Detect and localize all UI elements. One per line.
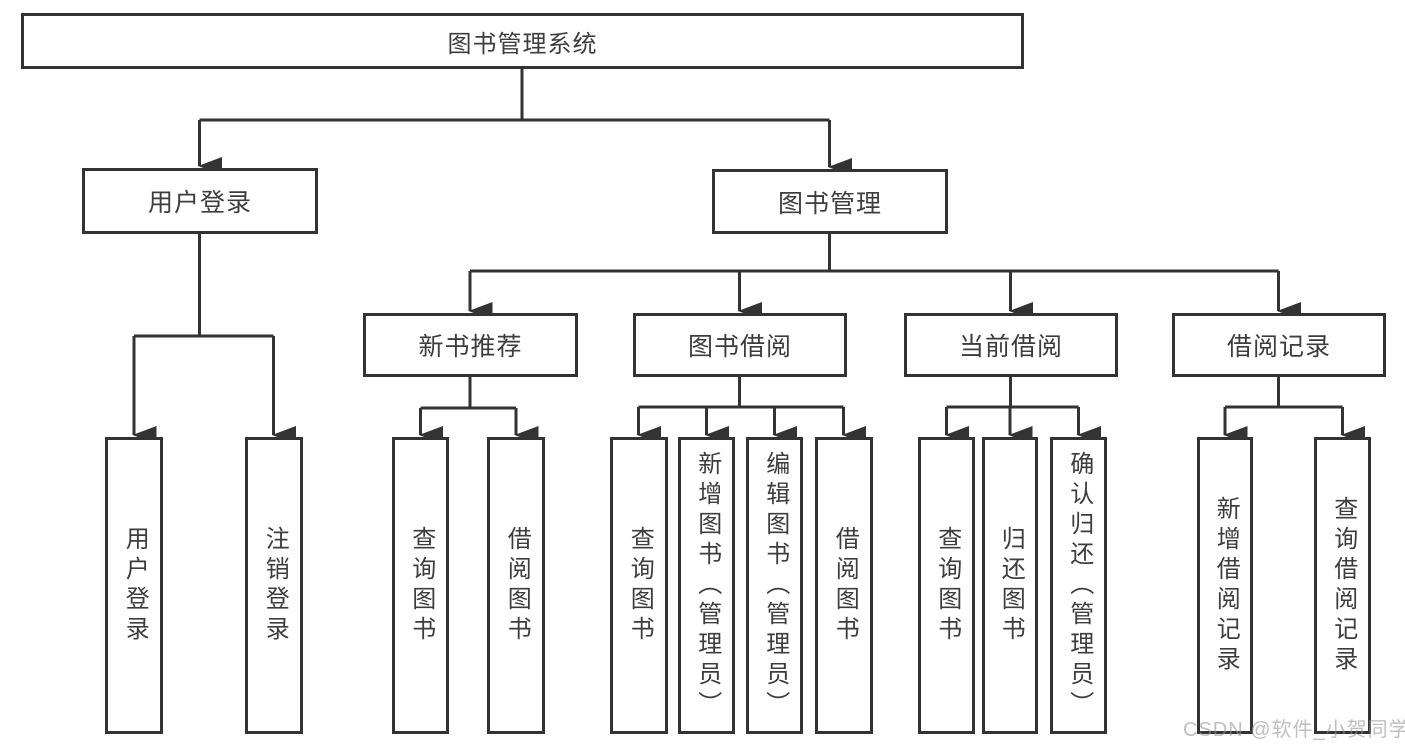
node-leaf-query-books-1: 查询图书 [392, 437, 449, 734]
node-label: 注销登录 [261, 525, 289, 646]
watermark: CSDN @软件_小贺同学 [1183, 719, 1405, 741]
node-book-borrow: 图书借阅 [633, 313, 847, 377]
book-management-split-line [470, 234, 1279, 273]
node-label: 查询图书 [626, 525, 654, 646]
node-label: 用户登录 [121, 525, 149, 646]
node-leaf-borrow-books-2: 借阅图书 [815, 437, 873, 734]
node-label: 查询图书 [933, 525, 961, 646]
node-label: 新书推荐 [418, 333, 523, 361]
root-split-line [199, 69, 830, 122]
node-label: 查询借阅记录 [1329, 495, 1357, 676]
node-new-book-recommend: 新书推荐 [363, 313, 578, 377]
node-label: 借阅记录 [1226, 333, 1331, 361]
node-leaf-add-borrow-record: 新增借阅记录 [1197, 437, 1253, 734]
node-leaf-logout: 注销登录 [245, 437, 303, 734]
node-current-borrow: 当前借阅 [904, 313, 1118, 377]
node-leaf-edit-book-admin: 编辑图书（管理员） [746, 437, 803, 734]
node-label: 查询图书 [407, 525, 435, 646]
user-login-split-line [134, 234, 274, 338]
node-library-management-system: 图书管理系统 [21, 13, 1024, 69]
node-leaf-query-books-3: 查询图书 [918, 437, 975, 734]
node-leaf-confirm-return-admin: 确认归还（管理员） [1050, 437, 1107, 734]
node-user-login: 用户登录 [82, 168, 318, 234]
current-borrow-split-line [946, 377, 1079, 409]
book-borrow-split-line [638, 377, 844, 409]
node-leaf-user-login: 用户登录 [105, 437, 163, 734]
node-label: 新增图书（管理员） [693, 450, 721, 721]
node-label: 图书管理系统 [447, 30, 598, 58]
node-label: 借阅图书 [503, 525, 531, 646]
node-label: 新增借阅记录 [1212, 495, 1240, 676]
node-leaf-borrow-books-1: 借阅图书 [487, 437, 545, 734]
node-label: 图书借阅 [687, 333, 792, 361]
node-leaf-query-books-2: 查询图书 [610, 437, 668, 734]
node-label: 借阅图书 [831, 525, 859, 646]
borrow-records-split-line [1225, 377, 1343, 409]
node-label: 图书管理 [777, 189, 882, 218]
node-leaf-return-books: 归还图书 [982, 437, 1038, 734]
node-leaf-add-book-admin: 新增图书（管理员） [678, 437, 735, 734]
node-borrow-records: 借阅记录 [1172, 313, 1386, 377]
node-book-management: 图书管理 [712, 169, 948, 234]
node-label: 用户登录 [147, 189, 252, 217]
node-label: 归还图书 [997, 525, 1025, 646]
node-label: 确认归还（管理员） [1065, 450, 1093, 721]
new-book-recommend-split-line [420, 377, 516, 410]
node-label: 当前借阅 [958, 333, 1063, 361]
node-leaf-query-borrow-record: 查询借阅记录 [1314, 437, 1371, 734]
node-label: 编辑图书（管理员） [761, 450, 789, 721]
